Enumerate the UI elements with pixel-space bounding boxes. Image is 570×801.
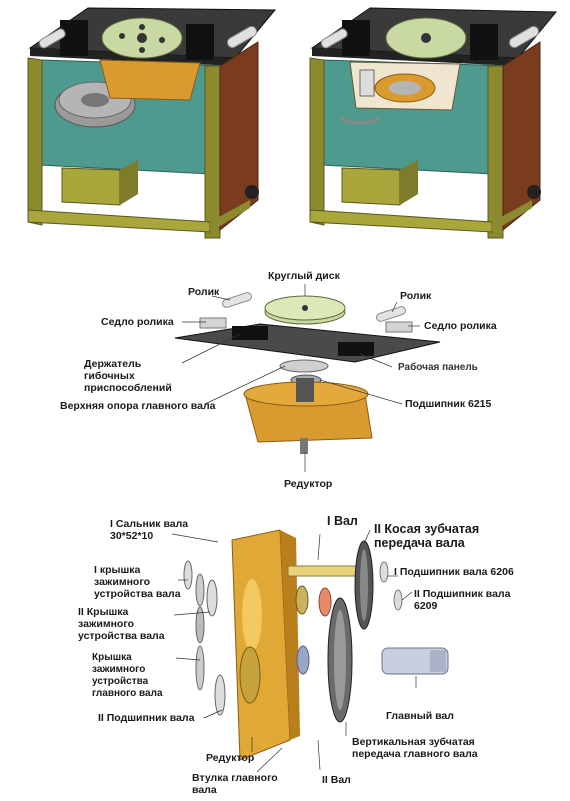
- label-work-panel: Рабочая панель: [398, 362, 478, 373]
- label-bearing-6215: Подшипник 6215: [405, 398, 492, 410]
- machine-left: [27, 7, 277, 239]
- label-roller-right: Ролик: [400, 290, 432, 302]
- label-round-disk: Круглый диск: [268, 270, 340, 282]
- label-helical-gear: II Косая зубчатая передача вала: [374, 522, 480, 550]
- label-saddle-left: Седло ролика: [101, 316, 174, 328]
- label-main-shaft-cover: Крышка зажимного устройства главного вал…: [92, 652, 163, 699]
- label-shaft-seal: I Сальник вала 30*52*10: [110, 518, 189, 542]
- gearbox-illustration: [171, 529, 449, 773]
- label-upper-support: Верхняя опора главного вала: [60, 400, 216, 412]
- label-bending-tool-holder: Держатель гибочных приспособлений: [84, 358, 172, 394]
- machine-views: [0, 0, 570, 245]
- machine-right: [309, 7, 558, 239]
- label-bearing-6209: II Подшипник вала 6209: [414, 588, 511, 612]
- label-bearing-6206: I Подшипник вала 6206: [394, 566, 514, 578]
- machine-illustration: [27, 7, 558, 239]
- label-saddle-right: Седло ролика: [424, 320, 497, 332]
- label-reducer-bottom: Редуктор: [206, 752, 255, 764]
- exploded-gearbox-view: I Сальник вала 30*52*10 I крышка зажимно…: [0, 500, 570, 801]
- exploded-top-illustration: [174, 284, 441, 472]
- label-shaft-1: I Вал: [327, 514, 358, 528]
- label-cover-1: I крышка зажимного устройства вала: [94, 564, 181, 600]
- label-main-shaft-sleeve: Втулка главного вала: [192, 772, 278, 796]
- label-reducer-top: Редуктор: [284, 478, 333, 490]
- label-bearing-2-left: II Подшипник вала: [98, 712, 195, 724]
- label-shaft-2: II Вал: [322, 774, 351, 786]
- label-cover-2: II Крышка зажимного устройства вала: [78, 606, 165, 642]
- label-vertical-gear: Вертикальная зубчатая передача главного …: [352, 736, 478, 760]
- label-roller-left: Ролик: [188, 286, 220, 298]
- label-main-shaft: Главный вал: [386, 710, 454, 722]
- exploded-top-view: Круглый диск Ролик Ролик Седло ролика Се…: [0, 262, 570, 500]
